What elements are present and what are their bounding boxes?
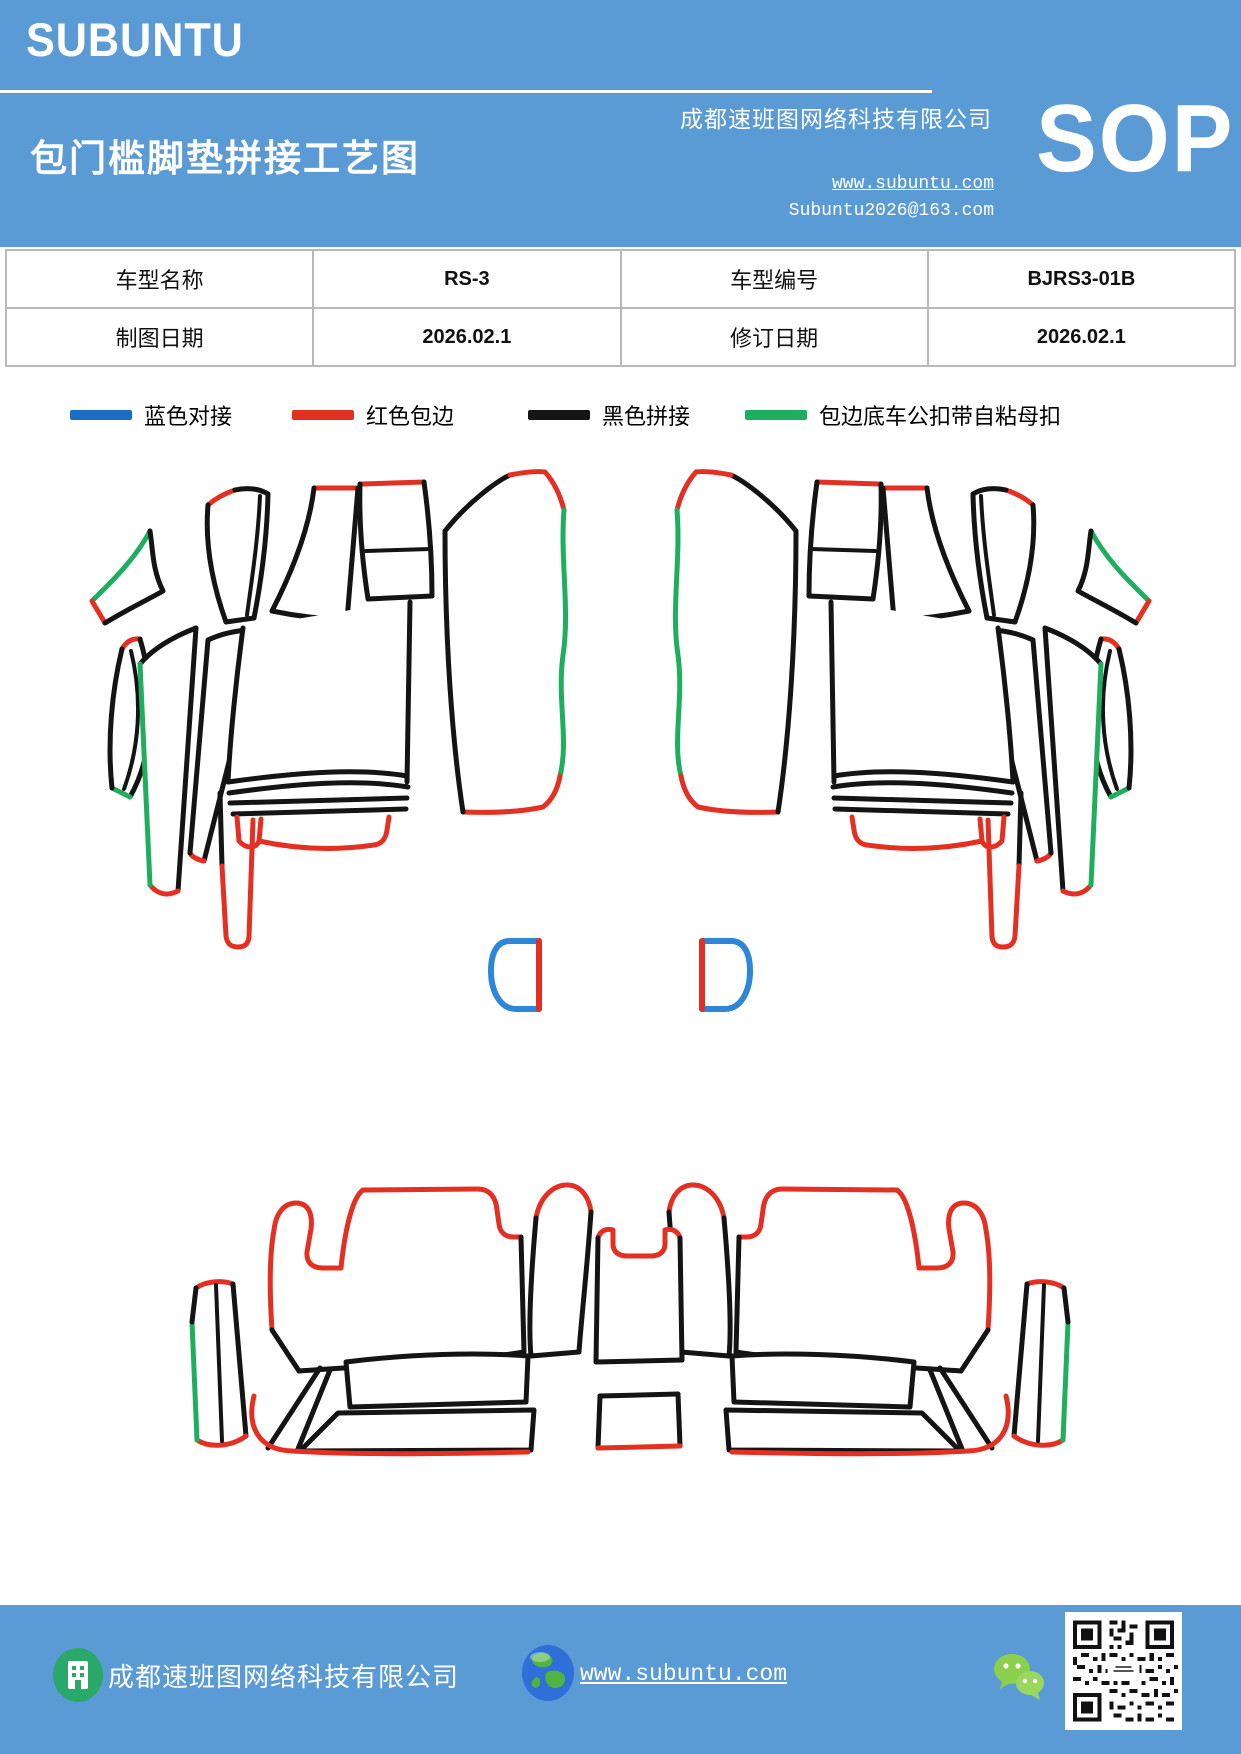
cell-draw-date-value: 2026.02.1 bbox=[312, 307, 622, 367]
website-link-header-wrap: www.subuntu.com bbox=[700, 174, 994, 194]
footer-band: 成都速班图网络科技有限公司 www.subuntu.com bbox=[0, 1605, 1241, 1754]
legend-item-blue: 蓝色对接 bbox=[70, 400, 232, 430]
vehicle-info-table: 车型名称 RS-3 车型编号 BJRS3-01B 制图日期 2026.02.1 … bbox=[4, 249, 1237, 367]
green-line-swatch bbox=[745, 410, 807, 420]
legend-label: 包边底车公扣带自粘母扣 bbox=[819, 404, 1062, 429]
legend-label: 黑色拼接 bbox=[602, 404, 691, 429]
website-link-header[interactable]: www.subuntu.com bbox=[831, 174, 994, 194]
page-title: 包门槛脚垫拼接工艺图 bbox=[30, 138, 420, 179]
table-row: 车型名称 RS-3 车型编号 BJRS3-01B bbox=[4, 249, 1237, 309]
legend-label: 红色包边 bbox=[366, 404, 455, 429]
header-band: SUBUNTU 包门槛脚垫拼接工艺图 成都速班图网络科技有限公司 www.sub… bbox=[0, 0, 1241, 247]
red-line-swatch bbox=[292, 410, 354, 420]
legend-item-red: 红色包边 bbox=[292, 400, 454, 430]
brand-logo: SUBUNTU bbox=[26, 13, 244, 66]
cell-model-code-label: 车型编号 bbox=[619, 249, 929, 309]
black-line-swatch bbox=[528, 410, 590, 420]
cell-revise-date-label: 修订日期 bbox=[619, 307, 929, 367]
color-legend: 蓝色对接 红色包边 黑色拼接 包边底车公扣带自粘母扣 bbox=[0, 400, 1241, 430]
company-name-header: 成都速班图网络科技有限公司 bbox=[680, 106, 992, 132]
wechat-icon bbox=[994, 1654, 1044, 1700]
website-link-footer[interactable]: www.subuntu.com bbox=[580, 1661, 788, 1687]
qr-code bbox=[1065, 1612, 1182, 1730]
table-row: 制图日期 2026.02.1 修订日期 2026.02.1 bbox=[4, 307, 1237, 367]
blue-line-swatch bbox=[70, 410, 132, 420]
header-divider bbox=[0, 90, 932, 93]
legend-item-black: 黑色拼接 bbox=[528, 400, 690, 430]
cell-draw-date-label: 制图日期 bbox=[4, 307, 315, 367]
cell-model-name-label: 车型名称 bbox=[4, 249, 315, 309]
globe-icon bbox=[522, 1645, 574, 1701]
email-text: Subuntu2026@163.com bbox=[788, 201, 994, 221]
sop-label: SOP bbox=[1036, 85, 1235, 192]
cell-model-name-value: RS-3 bbox=[312, 249, 622, 309]
building-icon bbox=[53, 1648, 103, 1702]
legend-label: 蓝色对接 bbox=[144, 404, 233, 429]
website-link-footer-wrap: www.subuntu.com bbox=[580, 1661, 787, 1687]
cell-revise-date-value: 2026.02.1 bbox=[926, 307, 1237, 367]
cell-model-code-value: BJRS3-01B bbox=[926, 249, 1237, 309]
company-name-footer: 成都速班图网络科技有限公司 bbox=[108, 1662, 460, 1692]
legend-item-green: 包边底车公扣带自粘母扣 bbox=[745, 400, 1061, 430]
